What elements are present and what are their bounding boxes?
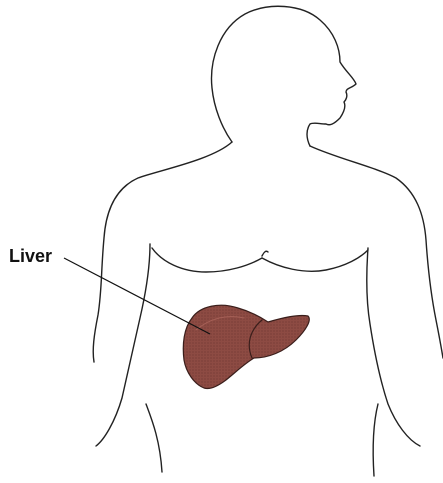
sternum-notch bbox=[262, 251, 268, 256]
left-torso-outline bbox=[96, 244, 150, 446]
right-torso-outline bbox=[367, 248, 420, 446]
chest-left-contour bbox=[152, 248, 262, 272]
liver-shape bbox=[183, 305, 309, 388]
liver-label: Liver bbox=[9, 247, 52, 265]
left-waist-outline bbox=[146, 404, 162, 472]
liver-right-lobe bbox=[183, 305, 309, 388]
right-shoulder-outline bbox=[310, 146, 443, 358]
head-outline bbox=[212, 6, 356, 146]
right-waist-outline bbox=[373, 404, 378, 476]
chest-right-contour bbox=[262, 250, 368, 271]
